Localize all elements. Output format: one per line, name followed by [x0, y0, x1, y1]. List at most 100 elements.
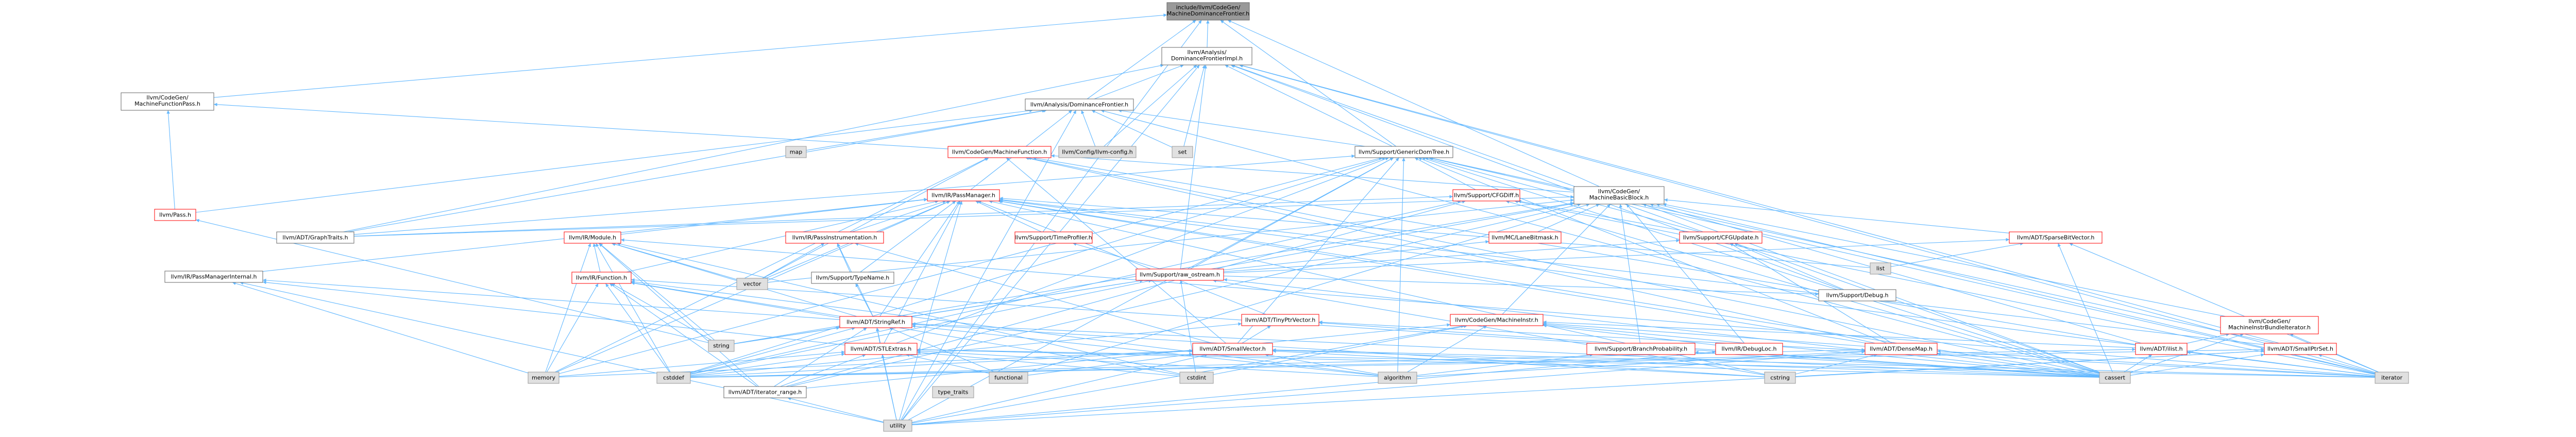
edge-machinebasicblock-to-ilist	[1650, 203, 2142, 344]
node-pass[interactable]: llvm/Pass.h	[154, 209, 196, 221]
edge-smallvector-to-cstring	[1272, 349, 1765, 377]
node-passinstr[interactable]: llvm/IR/PassInstrumentation.h	[785, 231, 884, 244]
node-root[interactable]: include/llvm/CodeGen/MachineDominanceFro…	[1166, 2, 1250, 21]
node-branchprob[interactable]: llvm/Support/BranchProbability.h	[1586, 343, 1696, 355]
node-label: llvm/IR/DebugLoc.h	[1722, 346, 1777, 352]
edge-sparsebitvector-to-cassert	[2058, 243, 2113, 373]
edge-irmodule-to-irfunction	[592, 243, 601, 273]
node-smallvector[interactable]: llvm/ADT/SmallVector.h	[1192, 343, 1273, 355]
node-label: llvm/ADT/StringRef.h	[846, 319, 905, 326]
node-box	[1450, 314, 1544, 326]
node-lanebitmask[interactable]: llvm/MC/LaneBitmask.h	[1488, 231, 1562, 244]
node-box	[1025, 98, 1134, 111]
node-irfunction[interactable]: llvm/IR/Function.h	[571, 272, 632, 284]
edge-domfrontierimpl-to-set	[1183, 64, 1206, 147]
edge-cgmachinefunction-to-cassert	[1027, 157, 2100, 375]
node-domfrontierimpl[interactable]: llvm/Analysis/DominanceFrontierImpl.h	[1161, 47, 1252, 65]
node-vector: vector	[736, 278, 768, 290]
node-densemap[interactable]: llvm/ADT/DenseMap.h	[1865, 343, 1938, 355]
edge-cfgdiff-to-cfgupdate	[1517, 199, 1690, 232]
node-label: llvm/Support/TypeName.h	[816, 275, 889, 281]
edge-sparsebitvector-to-list	[1890, 242, 2024, 267]
edge-rawostream-to-cstdint	[1179, 280, 1196, 373]
node-label: vector	[743, 281, 761, 288]
edge-machinebasicblock-to-lanebitmask	[1537, 204, 1600, 232]
edge-smallptrset-to-utility	[911, 349, 2265, 426]
edge-irmodule-to-vector	[612, 242, 737, 280]
node-label: llvm/ADT/ilist.h	[2140, 346, 2182, 352]
node-box	[1014, 231, 1093, 244]
node-cgmachinefunction[interactable]: llvm/CodeGen/MachineFunction.h	[947, 146, 1052, 158]
node-box	[785, 146, 807, 158]
node-iterrange[interactable]: llvm/ADT/iterator_range.h	[723, 386, 807, 398]
edge-irmodule-to-string	[599, 243, 715, 341]
edge-irfunction-to-memory	[546, 283, 599, 373]
node-label: llvm/IR/PassInstrumentation.h	[792, 234, 877, 241]
node-box	[571, 272, 632, 284]
node-smallptrset[interactable]: llvm/ADT/SmallPtrSet.h	[2264, 343, 2337, 355]
node-domfrontier[interactable]: llvm/Analysis/DominanceFrontier.h	[1025, 98, 1134, 111]
edge-smallvector-to-algorithm	[1265, 353, 1379, 375]
edge-root-to-machinefunctionpass	[213, 13, 1167, 98]
node-label: map	[790, 149, 802, 156]
node-graphtraits[interactable]: llvm/ADT/GraphTraits.h	[276, 231, 354, 244]
node-machinebasicblock[interactable]: llvm/CodeGen/MachineBasicBlock.h	[1573, 186, 1665, 205]
edge-machinebasicblock-to-iterrange	[789, 203, 1581, 387]
node-debug[interactable]: llvm/Support/Debug.h	[1818, 289, 1896, 301]
node-ilist[interactable]: llvm/ADT/ilist.h	[2135, 343, 2188, 355]
node-label: llvm/ADT/STLExtras.h	[851, 346, 912, 352]
node-stringref[interactable]: llvm/ADT/StringRef.h	[839, 316, 912, 328]
edge-irfunction-to-iterrange	[609, 283, 757, 387]
edge-stlextras-to-cstddef	[690, 352, 845, 376]
edge-genericdomtree-to-algorithm	[1397, 157, 1405, 373]
node-genericdomtree[interactable]: llvm/Support/GenericDomTree.h	[1354, 146, 1453, 158]
edge-genericdomtree-to-cfgdiff	[1414, 157, 1476, 190]
node-cfgdiff[interactable]: llvm/Support/CFGDiff.h	[1452, 189, 1520, 201]
edge-cfgupdate-to-rawostream	[1223, 239, 1680, 272]
node-machinefunctionpass[interactable]: llvm/CodeGen/MachineFunctionPass.h	[121, 92, 214, 111]
node-box	[1172, 146, 1193, 158]
node-label: llvm/ADT/SmallPtrSet.h	[2267, 346, 2333, 352]
node-label: llvm/ADT/TinyPtrVector.h	[1245, 317, 1315, 324]
node-box	[883, 419, 912, 432]
edge-stlextras-to-algorithm	[917, 349, 1379, 377]
node-bundleiter[interactable]: llvm/CodeGen/MachineInstrBundleIterator.…	[2220, 316, 2319, 334]
edge-domfrontierimpl-to-cassert	[1231, 64, 2100, 373]
node-debugloc[interactable]: llvm/IR/DebugLoc.h	[1715, 343, 1783, 355]
edge-machinebasicblock-to-iterator	[1656, 203, 2376, 374]
node-label: llvm/ADT/SmallVector.h	[1199, 346, 1266, 352]
node-label: llvm/CodeGen/MachineFunctionPass.h	[134, 94, 200, 107]
edge-domfrontier-to-genericdomtree	[1118, 109, 1365, 147]
node-label: llvm/ADT/SparseBitVector.h	[2017, 234, 2095, 241]
edge-stlextras-to-utility	[881, 354, 897, 421]
node-tinyptrvector[interactable]: llvm/ADT/TinyPtrVector.h	[1241, 314, 1319, 326]
node-label: llvm/IR/Function.h	[576, 275, 627, 281]
edge-machinebasicblock-to-sparsebitvector	[1664, 198, 2010, 233]
node-box	[1161, 47, 1252, 65]
node-machineinstr[interactable]: llvm/CodeGen/MachineInstr.h	[1450, 314, 1544, 326]
node-box	[1679, 231, 1762, 244]
edge-iterrange-to-utility	[787, 397, 884, 423]
node-functional: functional	[989, 372, 1028, 384]
edge-cgmachinefunction-to-densemap	[1025, 157, 1875, 344]
node-box	[2009, 231, 2103, 244]
edge-smallvector-to-utility	[911, 354, 1208, 423]
node-cfgupdate[interactable]: llvm/Support/CFGUpdate.h	[1679, 231, 1762, 244]
node-box	[811, 272, 894, 284]
node-box	[1573, 186, 1665, 205]
node-stlextras[interactable]: llvm/ADT/STLExtras.h	[844, 343, 918, 355]
node-rawostream[interactable]: llvm/Support/raw_ostream.h	[1136, 268, 1224, 281]
node-irpassmanager[interactable]: llvm/IR/PassManager.h	[927, 189, 1000, 201]
node-label: llvm/Pass.h	[159, 212, 191, 218]
edge-machinebasicblock-to-vector	[767, 198, 1574, 283]
node-sparsebitvector[interactable]: llvm/ADT/SparseBitVector.h	[2009, 231, 2103, 244]
node-pmininternal[interactable]: llvm/IR/PassManagerInternal.h	[164, 271, 263, 283]
node-box	[932, 386, 974, 398]
node-timeprofiler[interactable]: llvm/Support/TimeProfiler.h	[1014, 231, 1093, 244]
edge-root-to-domfrontierimpl	[1206, 20, 1210, 48]
node-box	[1354, 146, 1453, 158]
edge-cgmachinefunction-to-smallvector	[1006, 157, 1226, 344]
edge-machineinstr-to-iterrange	[806, 323, 1451, 389]
node-typename[interactable]: llvm/Support/TypeName.h	[811, 272, 894, 284]
node-irmodule[interactable]: llvm/IR/Module.h	[564, 231, 621, 244]
